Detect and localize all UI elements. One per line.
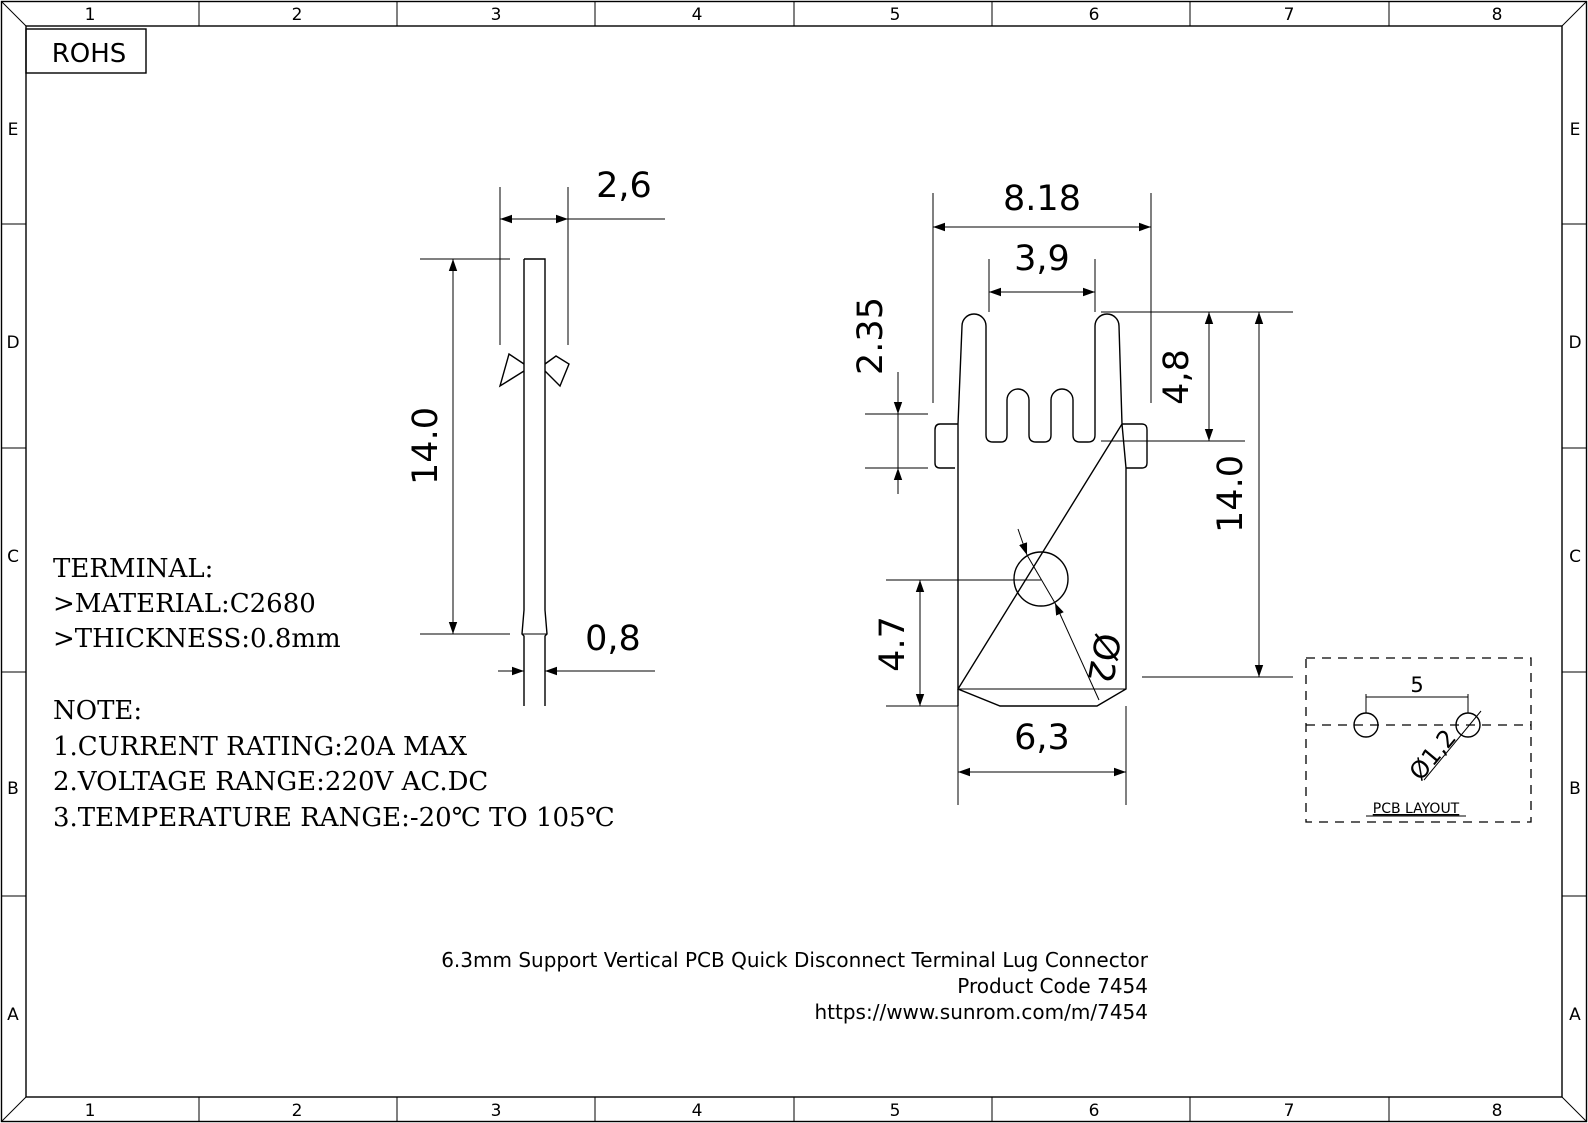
dim-front-total-height: 14.0 — [1142, 312, 1293, 678]
col-label-top: 4 — [692, 5, 703, 25]
dim-label: 14.0 — [406, 407, 446, 485]
dim-pcb-pitch: 5 — [1365, 673, 1469, 713]
col-label-bottom: 2 — [292, 1101, 303, 1121]
col-label-top: 3 — [491, 5, 502, 25]
dim-label: Ø2 — [1079, 630, 1127, 686]
row-label-right: D — [1568, 333, 1581, 353]
dim-front-pin-length: 4,8 — [1101, 311, 1293, 442]
dim-label: 4,8 — [1157, 349, 1197, 405]
pcb-layout: 5 Ø1,2 PCB LAYOUT — [1305, 657, 1532, 823]
note-item: 2.VOLTAGE RANGE:220V AC.DC — [53, 767, 488, 797]
row-label-left: D — [6, 333, 19, 353]
row-label-right: A — [1569, 1005, 1581, 1025]
dim-side-height: 14.0 — [406, 258, 510, 635]
col-label-top: 7 — [1284, 5, 1295, 25]
dim-label: 14.0 — [1211, 455, 1251, 533]
dim-label: Ø1,2 — [1404, 724, 1462, 786]
dim-label: 6,3 — [1014, 718, 1070, 758]
dim-side-thickness: 0,8 — [498, 619, 655, 676]
product-title: 6.3mm Support Vertical PCB Quick Disconn… — [441, 948, 1149, 972]
col-label-bottom: 8 — [1492, 1101, 1503, 1121]
terminal-material: >MATERIAL:C2680 — [53, 589, 316, 619]
dim-label: 3,9 — [1014, 239, 1070, 279]
dim-front-tab-height: 2.35 — [851, 297, 928, 494]
row-label-right: B — [1569, 779, 1581, 799]
dim-label: 0,8 — [585, 619, 641, 659]
row-label-left: C — [7, 547, 19, 567]
pcb-layout-boundary — [1305, 657, 1532, 823]
note-item: 1.CURRENT RATING:20A MAX — [53, 732, 467, 762]
row-label-left: B — [7, 779, 19, 799]
dim-label: 2.35 — [851, 297, 891, 375]
side-view: 2,6 14.0 0,8 — [406, 166, 665, 706]
col-label-bottom: 4 — [692, 1101, 703, 1121]
dim-label: 2,6 — [596, 166, 652, 206]
rohs-badge: ROHS — [25, 28, 147, 74]
col-label-bottom: 3 — [491, 1101, 502, 1121]
dim-front-inner-width: 3,9 — [988, 239, 1096, 312]
terminal-heading: TERMINAL: — [53, 554, 213, 584]
col-label-bottom: 1 — [85, 1101, 96, 1121]
row-label-right: E — [1570, 120, 1581, 140]
col-label-bottom: 5 — [890, 1101, 901, 1121]
col-label-top: 5 — [890, 5, 901, 25]
col-label-top: 8 — [1492, 5, 1503, 25]
dim-front-base-width: 6,3 — [957, 706, 1127, 805]
col-label-top: 6 — [1089, 5, 1100, 25]
dim-label: 4.7 — [873, 616, 913, 672]
notes: NOTE: 1.CURRENT RATING:20A MAX 2.VOLTAGE… — [53, 696, 615, 833]
row-label-left: A — [7, 1005, 19, 1025]
col-label-top: 2 — [292, 5, 303, 25]
mounting-hole — [1013, 551, 1069, 607]
col-label-top: 1 — [85, 5, 96, 25]
dim-label: 8.18 — [1003, 179, 1081, 219]
dim-side-width: 2,6 — [499, 166, 665, 345]
col-label-bottom: 6 — [1089, 1101, 1100, 1121]
dim-front-overall-width: 8.18 — [932, 179, 1152, 403]
row-dividers — [1, 223, 1587, 897]
column-dividers — [198, 1, 1390, 1122]
rohs-label: ROHS — [52, 39, 127, 69]
dim-label: 5 — [1410, 673, 1423, 697]
col-label-bottom: 7 — [1284, 1101, 1295, 1121]
side-view-outline — [498, 258, 570, 706]
notes-heading: NOTE: — [53, 696, 142, 726]
front-view-outline — [934, 313, 1148, 707]
product-url[interactable]: https://www.sunrom.com/m/7454 — [815, 1000, 1149, 1024]
product-code: Product Code 7454 — [957, 974, 1148, 998]
dim-pcb-hole: Ø1,2 — [1404, 710, 1482, 786]
dim-front-hole-height: 4.7 — [873, 579, 1041, 707]
row-label-right: C — [1569, 547, 1581, 567]
front-view: 8.18 3,9 2.35 4,8 14.0 — [851, 179, 1293, 805]
dim-front-hole-diameter: Ø2 — [1017, 528, 1127, 701]
note-item: 3.TEMPERATURE RANGE:-20℃ TO 105℃ — [53, 803, 615, 833]
terminal-thickness: >THICKNESS:0.8mm — [53, 624, 341, 654]
pcb-layout-caption: PCB LAYOUT — [1373, 801, 1460, 817]
terminal-spec: TERMINAL: >MATERIAL:C2680 >THICKNESS:0.8… — [53, 554, 341, 654]
row-label-left: E — [8, 120, 19, 140]
title-block: 6.3mm Support Vertical PCB Quick Disconn… — [441, 948, 1149, 1024]
